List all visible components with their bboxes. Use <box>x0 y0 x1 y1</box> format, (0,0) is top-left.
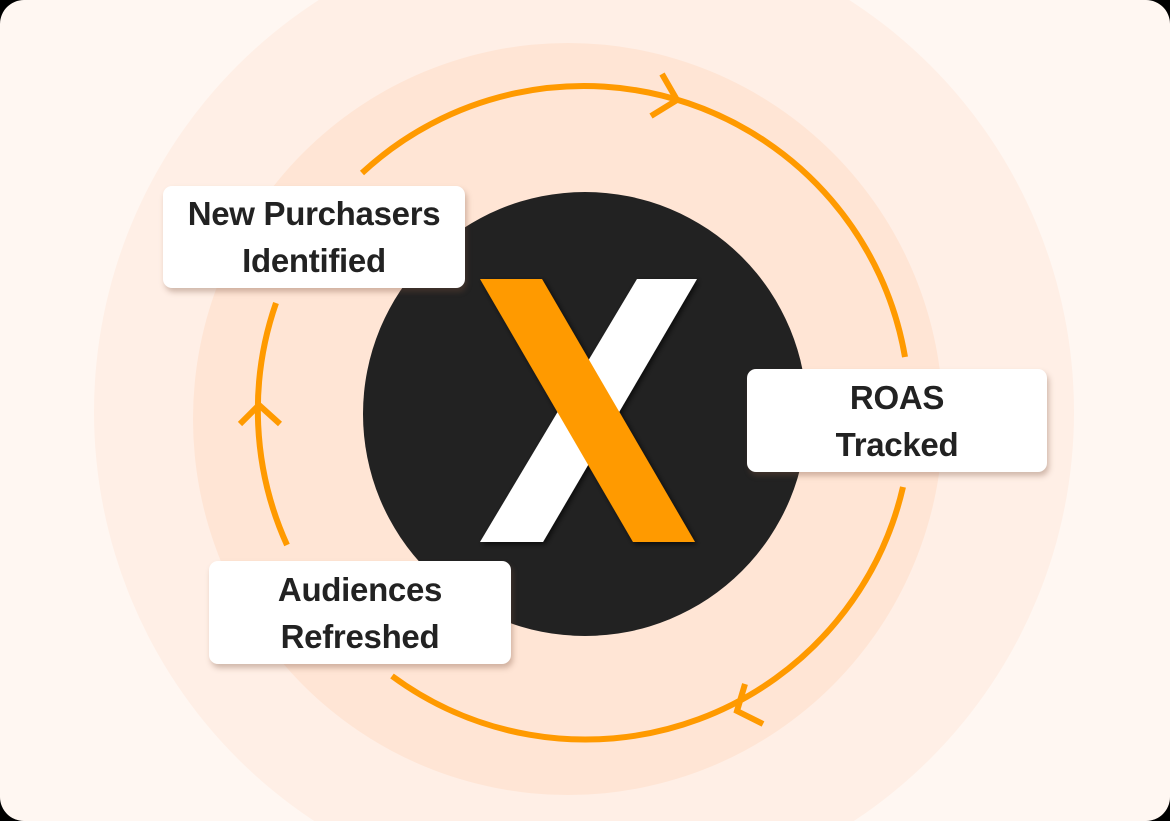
step-label-line2: Tracked <box>835 425 959 463</box>
step-label-line1: New Purchasers <box>187 195 441 232</box>
arc-roas-to-audiences <box>390 486 906 743</box>
arrowheads <box>237 72 765 727</box>
arrowhead-top-icon <box>649 72 682 119</box>
step-audiences-refreshed: Audiences Refreshed <box>209 561 511 664</box>
step-roas-tracked: ROAS Tracked <box>747 369 1047 472</box>
step-label-line1: Audiences <box>277 570 443 608</box>
step-label-line1: ROAS <box>849 378 945 416</box>
step-new-purchasers-identified: New Purchasers Identified <box>163 186 465 288</box>
x-logo-icon <box>480 279 697 542</box>
arrowhead-bottom-right-icon <box>733 683 765 727</box>
x-logo-orange-stroke <box>480 279 695 542</box>
arrowhead-left-icon <box>237 400 283 427</box>
step-label-line2: Identified <box>242 242 386 279</box>
arc-purchasers-to-roas <box>359 83 908 358</box>
arc-audiences-to-purchasers <box>254 302 290 547</box>
step-label-line2: Refreshed <box>280 617 440 655</box>
cycle-arrows <box>254 83 908 743</box>
